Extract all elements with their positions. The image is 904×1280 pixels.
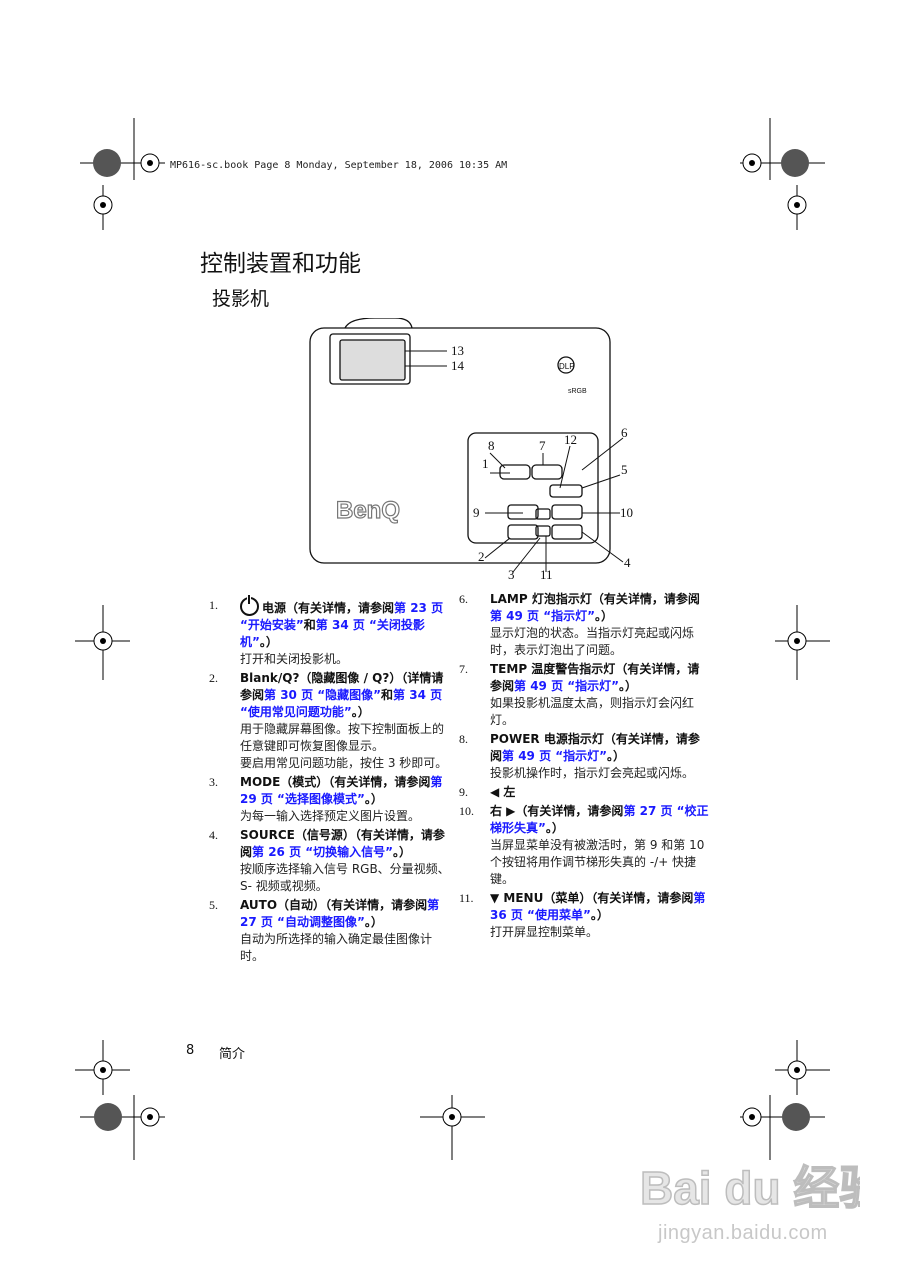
srgb-logo: sRGB [568, 388, 587, 395]
right-column: 6. LAMP 灯泡指示灯（有关详情，请参阅第 49 页 “指示灯”。） 显示灯… [459, 591, 710, 943]
callout-13: 13 [451, 343, 464, 358]
link[interactable]: 第 26 页 “切换输入信号” [252, 845, 394, 859]
list-item: 6. LAMP 灯泡指示灯（有关详情，请参阅第 49 页 “指示灯”。） 显示灯… [459, 592, 700, 657]
callout-3: 3 [508, 567, 515, 582]
section-name: 简介 [219, 1047, 246, 1062]
brand-logo: BenQ [336, 497, 400, 524]
callout-5: 5 [621, 462, 628, 477]
power-icon [240, 595, 259, 616]
dlp-logo: DLP [559, 362, 575, 371]
callout-14: 14 [451, 358, 465, 373]
callout-4: 4 [624, 555, 631, 570]
callout-12: 12 [564, 432, 577, 447]
list-item: 4. SOURCE（信号源）（有关详情，请参阅第 26 页 “切换输入信号”。）… [209, 828, 450, 893]
callout-9: 9 [473, 505, 480, 520]
callout-1: 1 [482, 456, 489, 471]
watermark-url: jingyan.baidu.com [658, 1222, 828, 1244]
link[interactable]: 第 30 页 “隐藏图像” [264, 688, 382, 702]
section-subtitle: 投影机 [212, 288, 270, 310]
list-item: 8. POWER 电源指示灯（有关详情，请参阅第 49 页 “指示灯”。） 投影… [459, 732, 700, 780]
list-item: 11. ▼ MENU（菜单）（有关详情，请参阅第 36 页 “使用菜单”。） 打… [459, 891, 706, 939]
link[interactable]: 第 23 页 “开始安装” [240, 601, 444, 632]
list-item: 5. AUTO（自动）（有关详情，请参阅第 27 页 “自动调整图像”。） 自动… [209, 898, 440, 963]
callout-7: 7 [539, 438, 546, 453]
projector-diagram: 13 14 8 7 12 6 1 5 9 10 2 4 3 11 BenQ DL… [309, 318, 633, 582]
left-column: 1. 电源（有关详情，请参阅第 23 页 “开始安装”和第 34 页 “关闭投影… [209, 595, 452, 967]
link[interactable]: 第 36 页 “使用菜单” [490, 891, 706, 922]
link[interactable]: 第 27 页 “自动调整图像” [240, 898, 440, 929]
page-title: 控制装置和功能 [200, 251, 361, 277]
list-item: 3. MODE（模式）（有关详情，请参阅第 29 页 “选择图像模式”。） 为每… [209, 775, 443, 823]
list-item: 2. Blank/Q?（隐藏图像 / Q?）（详情请参阅第 30 页 “隐藏图像… [209, 671, 448, 770]
link[interactable]: 第 29 页 “选择图像模式” [240, 775, 443, 806]
page-number: 8 [186, 1043, 195, 1058]
link[interactable]: 第 49 页 “指示灯” [502, 749, 608, 763]
link[interactable]: 第 49 页 “指示灯” [490, 609, 596, 623]
list-item: 10. 右 ▶（有关详情，请参阅第 27 页 “校正梯形失真”。） 当屏显菜单没… [459, 804, 709, 886]
item-number: 1. [209, 598, 218, 612]
callout-8: 8 [488, 438, 495, 453]
book-header: MP616-sc.book Page 8 Monday, September 1… [170, 160, 508, 171]
baidu-watermark-logo: Bai du 经验 [640, 1161, 860, 1215]
list-item: 1. 电源（有关详情，请参阅第 23 页 “开始安装”和第 34 页 “关闭投影… [209, 595, 444, 666]
callout-6: 6 [621, 425, 628, 440]
link[interactable]: 第 34 页 “关闭投影机” [240, 618, 425, 649]
callout-11: 11 [540, 567, 553, 582]
list-item: 9. ◀ 左 [459, 785, 516, 799]
list-item: 7. TEMP 温度警告指示灯（有关详情，请参阅第 49 页 “指示灯”。） 如… [459, 662, 700, 727]
link[interactable]: 第 49 页 “指示灯” [514, 679, 620, 693]
link[interactable]: 第 34 页 “使用常见问题功能” [240, 688, 443, 719]
watermark-brand: Bai du 经验 [640, 1162, 860, 1214]
link[interactable]: 第 27 页 “校正梯形失真” [490, 804, 709, 835]
callout-2: 2 [478, 549, 485, 564]
callout-10: 10 [620, 505, 633, 520]
